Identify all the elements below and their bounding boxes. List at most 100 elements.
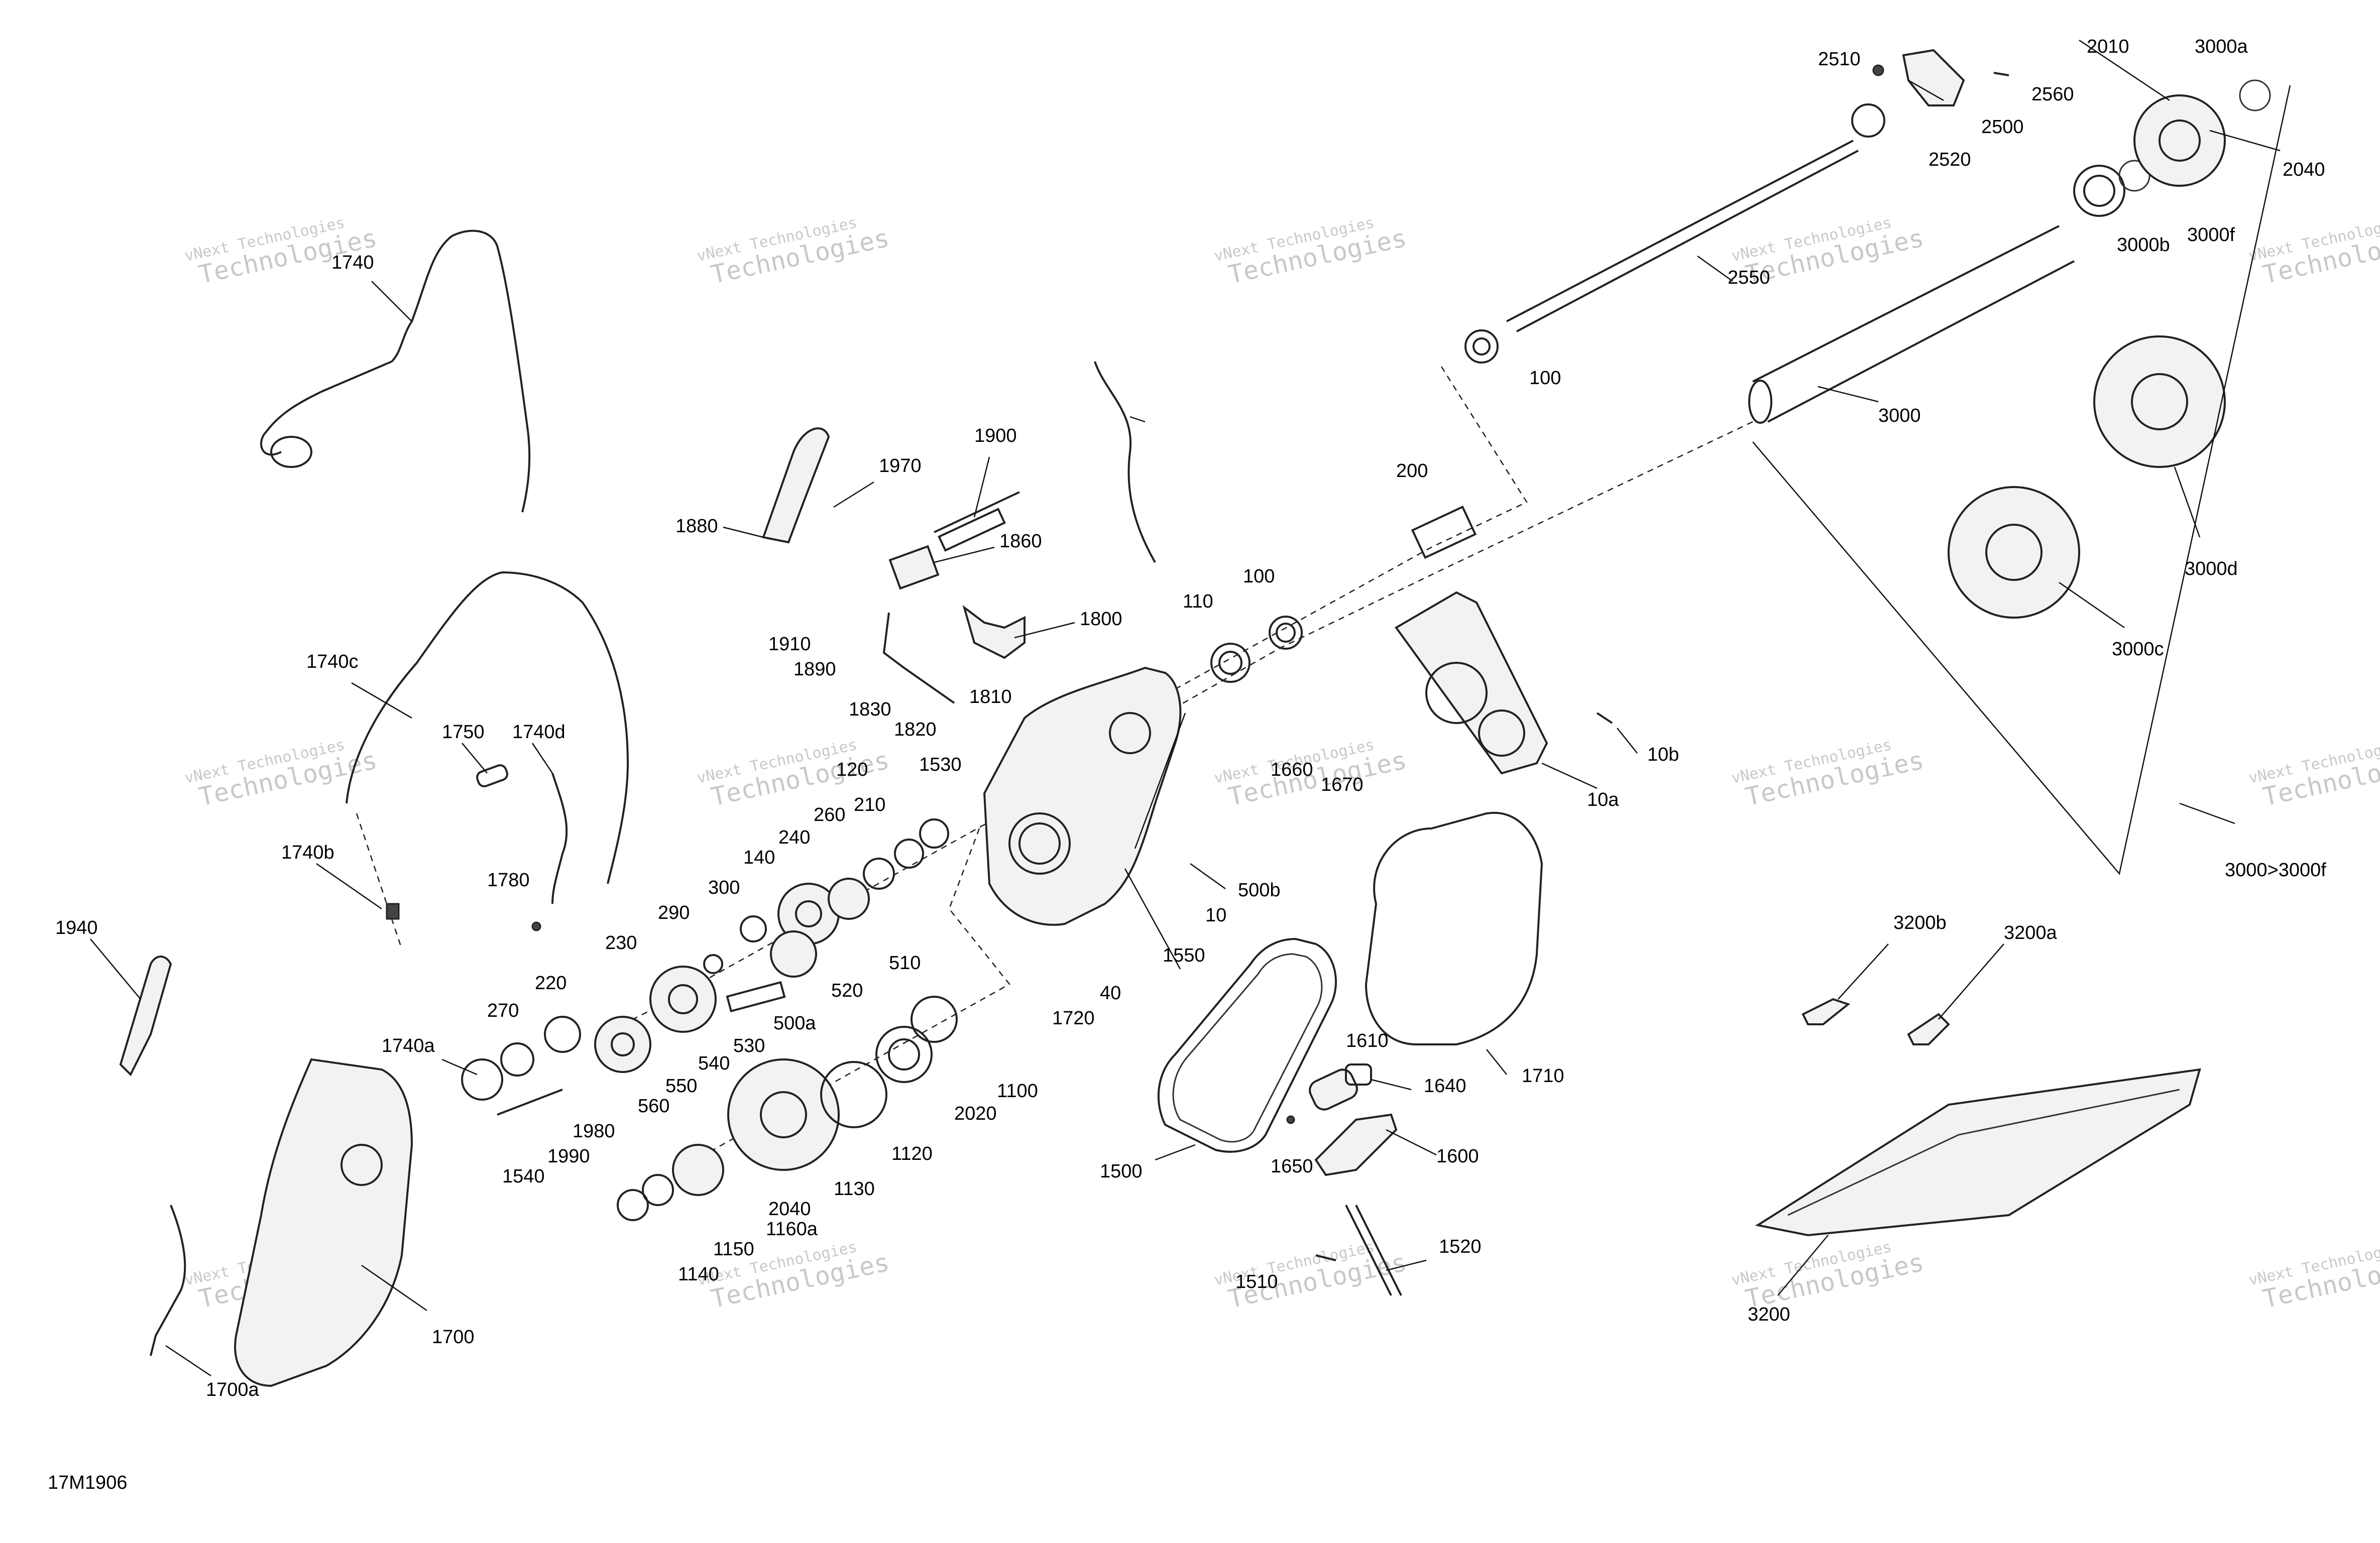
axis-line-gear xyxy=(713,828,1010,1151)
leader xyxy=(1386,1129,1437,1156)
leader xyxy=(1838,943,1889,1000)
bearing-110-inner xyxy=(1218,651,1242,675)
seal-3000b-inner xyxy=(2083,175,2115,207)
housing-10 xyxy=(983,666,1182,926)
gear-520 xyxy=(770,930,817,978)
leader xyxy=(90,938,141,1000)
callout-1510: 1510 xyxy=(1235,1271,1278,1292)
shaft-1900 xyxy=(934,491,1020,533)
tensioner-1610 xyxy=(1309,1069,1358,1111)
callout-1860: 1860 xyxy=(999,531,1042,552)
ring-1120 xyxy=(820,1061,887,1128)
nut-290 xyxy=(703,954,723,974)
leader xyxy=(1938,943,2004,1020)
leader-lines xyxy=(90,39,2281,1377)
seal-100-inner xyxy=(1276,623,1296,643)
plate-10a xyxy=(1395,591,1548,775)
callout-1130: 1130 xyxy=(834,1178,875,1200)
callout-560: 560 xyxy=(638,1096,669,1117)
callout-2510: 2510 xyxy=(1818,49,1861,70)
watermark: vNext Technologies Technologies xyxy=(2247,736,2380,811)
bracket-1880 xyxy=(762,427,830,544)
slide-3200 xyxy=(1755,1068,2201,1237)
callout-500a: 500a xyxy=(773,1013,816,1034)
callout-2010: 2010 xyxy=(2087,36,2129,57)
callout-1650: 1650 xyxy=(1271,1156,1313,1177)
callout-1980: 1980 xyxy=(573,1121,615,1142)
callout-1970: 1970 xyxy=(879,455,922,477)
callout-1700: 1700 xyxy=(432,1327,475,1348)
sprocket-3000c xyxy=(1948,486,2080,619)
seal-3000b xyxy=(2073,165,2125,217)
leader xyxy=(1818,386,1879,403)
plate-10a-hole xyxy=(1425,662,1488,724)
sprocket-3000d xyxy=(2093,335,2226,468)
rod-1820 xyxy=(882,612,955,704)
shaft-1990 xyxy=(497,1089,563,1116)
callout-260: 260 xyxy=(814,804,845,825)
callout-140: 140 xyxy=(743,847,775,868)
bearing-100-upper xyxy=(1464,329,1499,364)
callout-1670: 1670 xyxy=(1321,774,1364,795)
gear-240 xyxy=(828,878,870,920)
callout-120: 120 xyxy=(836,759,868,780)
bearing-2040 xyxy=(672,1144,724,1196)
clip-1750 xyxy=(476,764,508,787)
gasket-1710 xyxy=(1365,811,1543,1045)
wire-1740d-small xyxy=(551,773,568,904)
callout-1710: 1710 xyxy=(1522,1065,1564,1087)
callout-1740a: 1740a xyxy=(382,1035,435,1056)
plate-10a-hole-small xyxy=(1478,709,1525,757)
seal-100 xyxy=(1269,616,1303,650)
callout-1750: 1750 xyxy=(442,722,485,743)
callout-10b: 10b xyxy=(1647,744,1679,765)
callout-1740b: 1740b xyxy=(281,842,334,863)
gear-560 xyxy=(594,1016,651,1073)
housing-bore-upper xyxy=(1109,712,1151,754)
ring-3000f xyxy=(2118,160,2150,192)
watermark: vNext Technologies Technologies xyxy=(183,736,379,811)
leader xyxy=(371,281,412,322)
callout-100-upper: 100 xyxy=(1529,368,1561,389)
leader xyxy=(2174,466,2201,538)
spring-220 xyxy=(544,1016,581,1053)
lever-1940 xyxy=(119,956,172,1077)
callout-1600: 1600 xyxy=(1436,1146,1479,1167)
drawing-reference: 17M1906 xyxy=(48,1472,127,1493)
callout-1830: 1830 xyxy=(849,699,891,720)
callout-1720: 1720 xyxy=(1052,1008,1095,1029)
ring-300 xyxy=(740,915,767,942)
callout-2500: 2500 xyxy=(1981,116,2024,138)
connector-1740b xyxy=(386,903,400,920)
clip-3200a xyxy=(1907,1013,1950,1045)
callout-1550: 1550 xyxy=(1163,945,1205,966)
shaft-3000-edge xyxy=(1767,260,2075,423)
part-1740a xyxy=(461,1058,503,1101)
leader xyxy=(1908,79,1944,101)
housing-bore-inner xyxy=(1018,822,1061,865)
callout-3000a: 3000a xyxy=(2195,36,2248,57)
ring-1150 xyxy=(642,1174,674,1206)
callout-1940: 1940 xyxy=(55,917,98,938)
leader xyxy=(361,1264,427,1312)
ring-120 xyxy=(919,818,949,849)
shaft-3000-end xyxy=(1748,380,1772,424)
callout-1800: 1800 xyxy=(1080,609,1122,630)
clip-3000a xyxy=(2239,79,2271,111)
watermark: vNext Technologies Technologies xyxy=(1212,214,1409,289)
callout-1880: 1880 xyxy=(675,516,718,537)
axis-line-mid xyxy=(1094,421,1753,754)
callout-290: 290 xyxy=(658,902,690,923)
leader xyxy=(1777,1235,1829,1296)
callout-1820: 1820 xyxy=(894,719,937,740)
callout-1740c: 1740c xyxy=(306,651,359,672)
callout-3200a: 3200a xyxy=(2004,922,2058,943)
callout-3000-range: 3000>3000f xyxy=(2225,860,2326,881)
callout-3000b: 3000b xyxy=(2117,234,2170,256)
callout-2560: 2560 xyxy=(2031,84,2074,105)
leader xyxy=(1014,622,1075,639)
arm-1600 xyxy=(1314,1113,1398,1176)
callout-240: 240 xyxy=(778,827,810,848)
callout-3000d: 3000d xyxy=(2185,558,2238,579)
group-bracket-3000 xyxy=(1752,85,2291,875)
